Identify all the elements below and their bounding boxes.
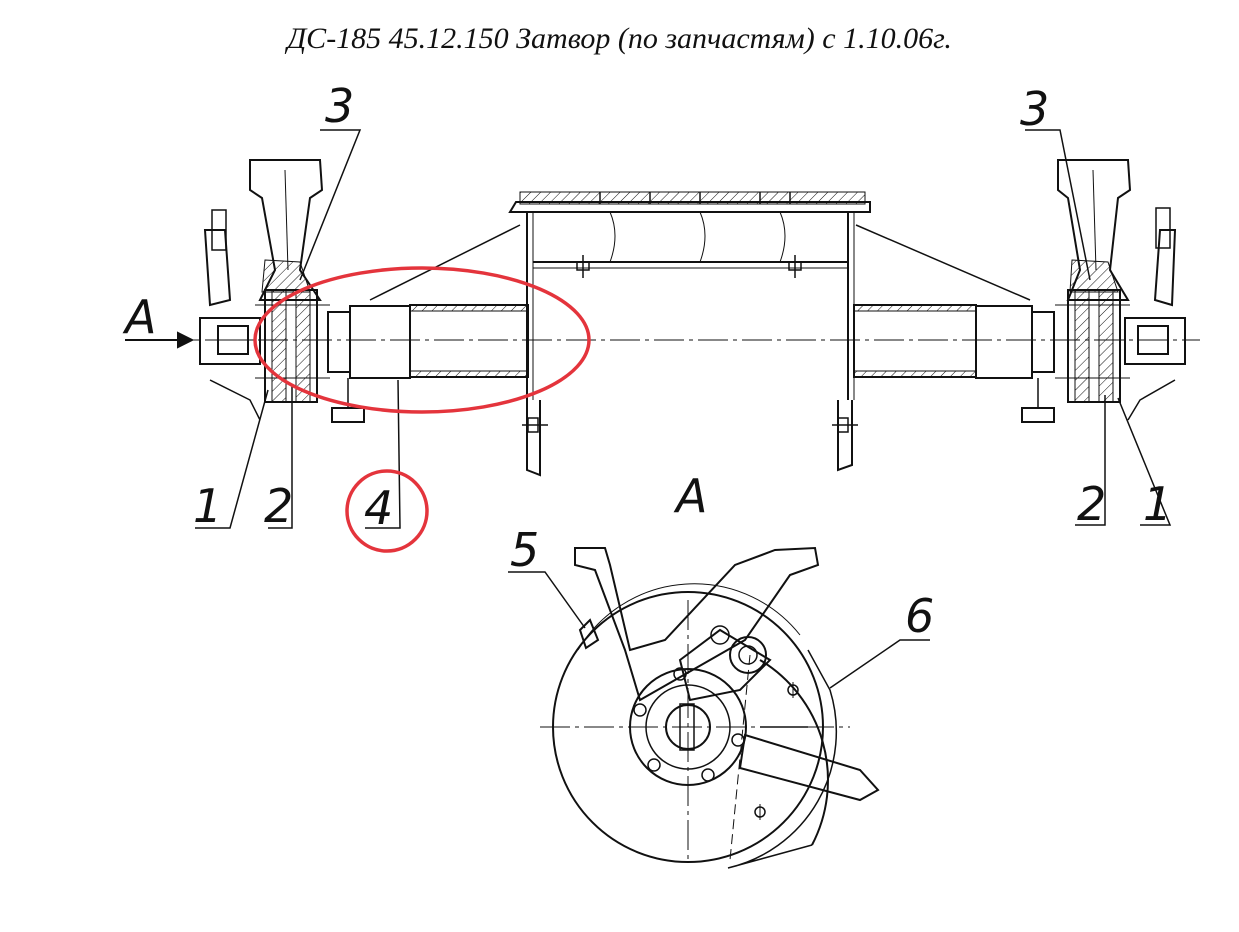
left-collar <box>328 312 350 372</box>
callout-part-4: 4 <box>364 481 393 535</box>
right-lever <box>1058 160 1130 300</box>
left-lever <box>250 160 322 300</box>
right-side-bracket <box>1155 230 1175 305</box>
plate-bolts <box>577 255 801 278</box>
left-shaft-end <box>200 318 260 364</box>
callout-part-1-left: 1 <box>193 479 222 533</box>
callout-part-5: 5 <box>510 523 539 577</box>
callout-part-3-left: 3 <box>325 79 354 133</box>
callout-labels: 3 3 A 1 2 4 A 2 1 5 6 <box>122 79 1172 643</box>
hub-inner <box>666 705 710 749</box>
right-foot <box>1022 408 1054 422</box>
view-arrow <box>125 333 192 347</box>
left-foot <box>332 408 364 422</box>
lever-arm <box>680 630 770 700</box>
highlight-circle-part-4 <box>347 471 427 551</box>
left-lip <box>527 400 540 475</box>
sector-plate <box>760 660 828 845</box>
part-5-tab <box>580 620 598 648</box>
callout-part-6: 6 <box>905 589 934 643</box>
hopper-top-plate <box>510 202 870 212</box>
callout-part-3-right: 3 <box>1020 82 1049 136</box>
right-shaft-key <box>1138 326 1168 354</box>
lower-handle <box>740 735 878 800</box>
callout-view-arrow: A <box>122 290 156 344</box>
hub-outer <box>630 669 746 785</box>
right-shaft-end <box>1125 318 1185 364</box>
callout-part-2-right: 2 <box>1077 477 1106 531</box>
section-view-a <box>540 548 878 868</box>
right-tube <box>854 305 976 377</box>
right-collar <box>1032 312 1054 372</box>
right-sleeve <box>976 306 1032 378</box>
right-lip <box>838 400 852 470</box>
leader-lines-view-a <box>508 572 930 688</box>
v-bracket <box>575 548 818 700</box>
left-tube <box>410 305 528 377</box>
callout-view-label: A <box>673 469 707 523</box>
left-sleeve <box>350 306 410 378</box>
leader-lines <box>195 130 1170 528</box>
callout-part-2-left: 2 <box>264 479 293 533</box>
left-side-bracket <box>205 230 230 305</box>
callout-part-1-right: 1 <box>1143 477 1172 531</box>
highlight-ellipse <box>255 268 589 412</box>
main-assembly-view <box>170 160 1200 475</box>
drawing-title: ДС-185 45.12.150 Затвор (по запчастям) с… <box>287 22 952 55</box>
